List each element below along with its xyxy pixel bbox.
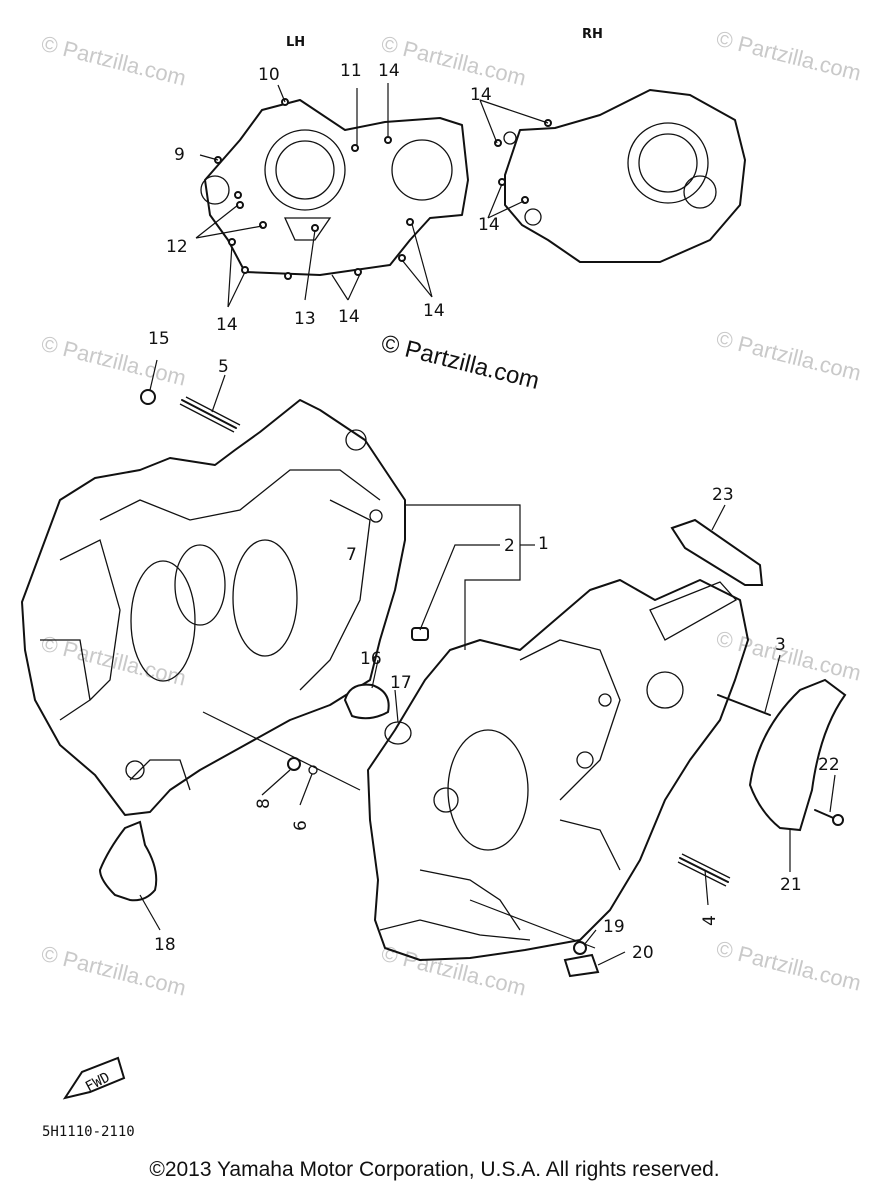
callout-14-rh-bottom: 14 (478, 215, 500, 235)
callout-23: 23 (712, 485, 734, 505)
callout-15: 15 (148, 329, 170, 349)
cover-21 (748, 678, 847, 832)
plate-20 (563, 953, 600, 978)
callout-2: 2 (504, 536, 515, 556)
stud-3 (717, 694, 771, 716)
nut-15 (140, 389, 156, 405)
callout-4: 4 (700, 915, 720, 926)
callout-7: 7 (346, 545, 357, 565)
watermark: © Partzilla.com (714, 26, 864, 86)
callout-21: 21 (780, 875, 802, 895)
callout-18: 18 (154, 935, 176, 955)
diagram-reference-code: 5H1110-2110 (42, 1124, 135, 1140)
watermark: © Partzilla.com (714, 936, 864, 996)
watermark: © Partzilla.com (379, 941, 529, 1001)
leader-lines (139, 83, 836, 966)
callout-16: 16 (360, 649, 382, 669)
left-crankcase-half (21, 399, 406, 816)
right-crankcase-half (367, 579, 749, 961)
stud-4 (679, 857, 729, 883)
callout-22: 22 (818, 755, 840, 775)
watermark-main: © Partzilla.com (379, 330, 542, 395)
callouts: 1 2 3 4 5 6 7 8 9 10 11 12 13 14 14 14 1… (148, 61, 840, 963)
copyright-notice: ©2013 Yamaha Motor Corporation, U.S.A. A… (149, 1158, 720, 1181)
dowel-8 (287, 757, 301, 771)
callout-14-bottom-center: 14 (338, 307, 360, 327)
bracket-23 (670, 518, 764, 586)
callout-14-bottom-left: 14 (216, 315, 238, 335)
callout-8: 8 (254, 798, 274, 809)
watermark: © Partzilla.com (379, 31, 529, 91)
callout-14-top: 14 (378, 61, 400, 81)
callout-17: 17 (390, 673, 412, 693)
callout-9: 9 (174, 145, 185, 165)
callout-20: 20 (632, 943, 654, 963)
callout-11: 11 (340, 61, 362, 81)
lh-gasket (200, 98, 469, 280)
callout-14-bottom-right: 14 (423, 301, 445, 321)
dowel-7 (411, 627, 429, 641)
callout-1: 1 (538, 534, 549, 554)
cover-18 (98, 820, 158, 902)
stud-5 (181, 399, 237, 429)
rh-label: RH (582, 27, 603, 42)
forward-arrow: FWD (62, 1056, 126, 1100)
callout-3: 3 (775, 635, 786, 655)
callout-12: 12 (166, 237, 188, 257)
lh-label: LH (286, 35, 305, 50)
small-parts (98, 389, 847, 978)
callout-6: 6 (291, 820, 311, 831)
watermark: © Partzilla.com (39, 31, 189, 91)
callout-19: 19 (603, 917, 625, 937)
callout-5: 5 (218, 357, 229, 377)
callout-13: 13 (294, 309, 316, 329)
callout-14-rh-top: 14 (470, 85, 492, 105)
rh-gasket (494, 89, 746, 263)
watermark: © Partzilla.com (714, 326, 864, 386)
watermarks: © Partzilla.com © Partzilla.com © Partzi… (39, 26, 864, 1001)
callout-10: 10 (258, 65, 280, 85)
cap-16 (343, 683, 390, 720)
